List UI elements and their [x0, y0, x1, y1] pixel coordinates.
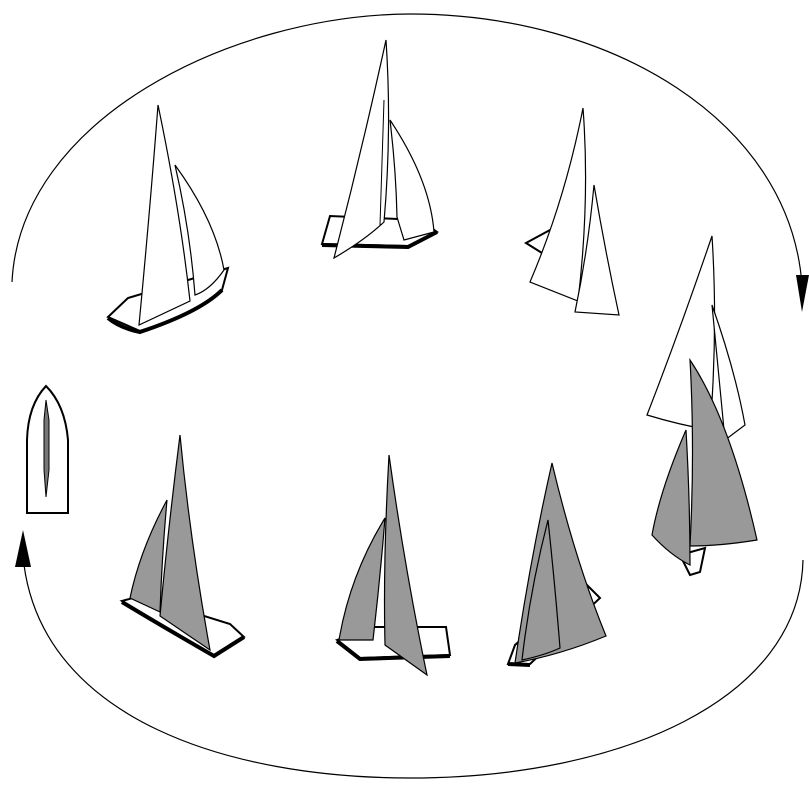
jib-dark: [652, 430, 690, 565]
boat-upper-center: [322, 40, 437, 258]
mainsail: [139, 105, 190, 325]
arrow-down-icon: [796, 275, 809, 312]
boat-lower-center: [337, 455, 450, 675]
mainsail: [334, 40, 389, 258]
mainsail: [530, 108, 586, 301]
boat-right-transition: [647, 236, 757, 575]
boat-lower-right: [508, 463, 606, 665]
boat-bow-view: [27, 386, 68, 513]
mainsail: [160, 435, 210, 650]
boat-upper-right: [526, 108, 619, 315]
mainsail: [385, 455, 428, 675]
boat-lower-left: [122, 435, 244, 656]
boat-upper-left: [108, 105, 228, 332]
arrow-up-icon: [15, 530, 31, 567]
jib: [339, 518, 385, 640]
